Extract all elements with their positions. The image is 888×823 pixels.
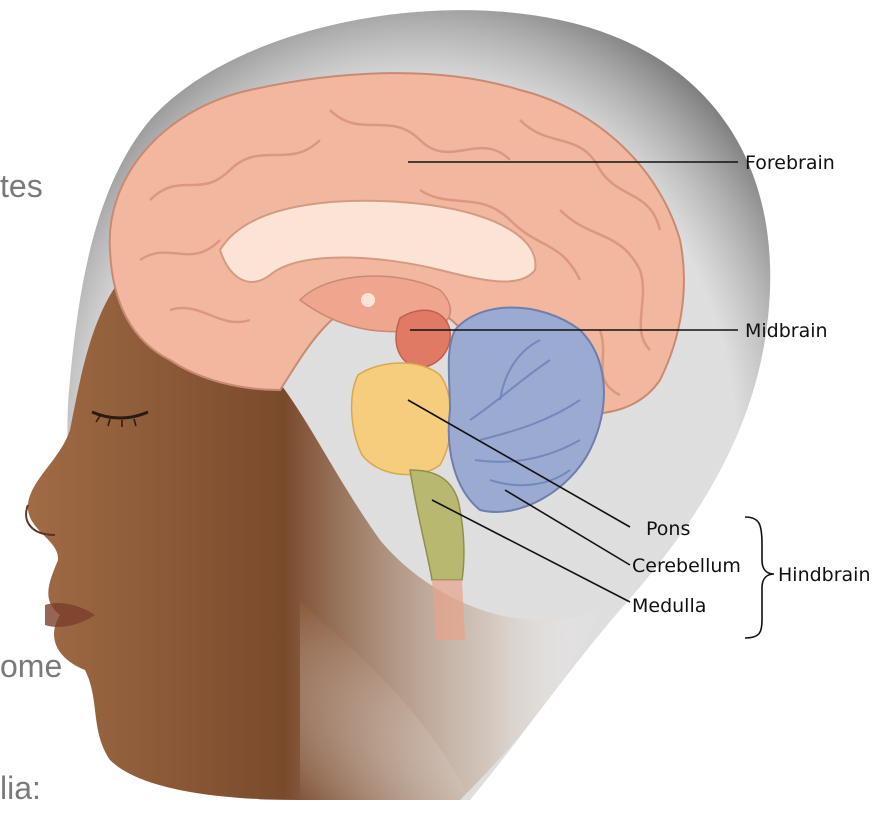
hindbrain-label: Hindbrain <box>778 564 871 586</box>
spinal-cord <box>432 580 465 640</box>
pons-label: Pons <box>646 518 690 540</box>
cerebellum-label: Cerebellum <box>632 555 741 577</box>
hindbrain-brace <box>745 517 774 638</box>
structure-dot <box>361 293 375 307</box>
medulla-label: Medulla <box>632 595 706 617</box>
slide-text-fragment-2: ome <box>0 648 62 685</box>
pons-region <box>352 363 452 475</box>
slide-text-fragment-3: lia: <box>0 770 41 807</box>
midbrain-label: Midbrain <box>745 320 828 342</box>
slide-text-fragment-1: tes <box>0 168 43 205</box>
forebrain-label: Forebrain <box>745 152 835 174</box>
